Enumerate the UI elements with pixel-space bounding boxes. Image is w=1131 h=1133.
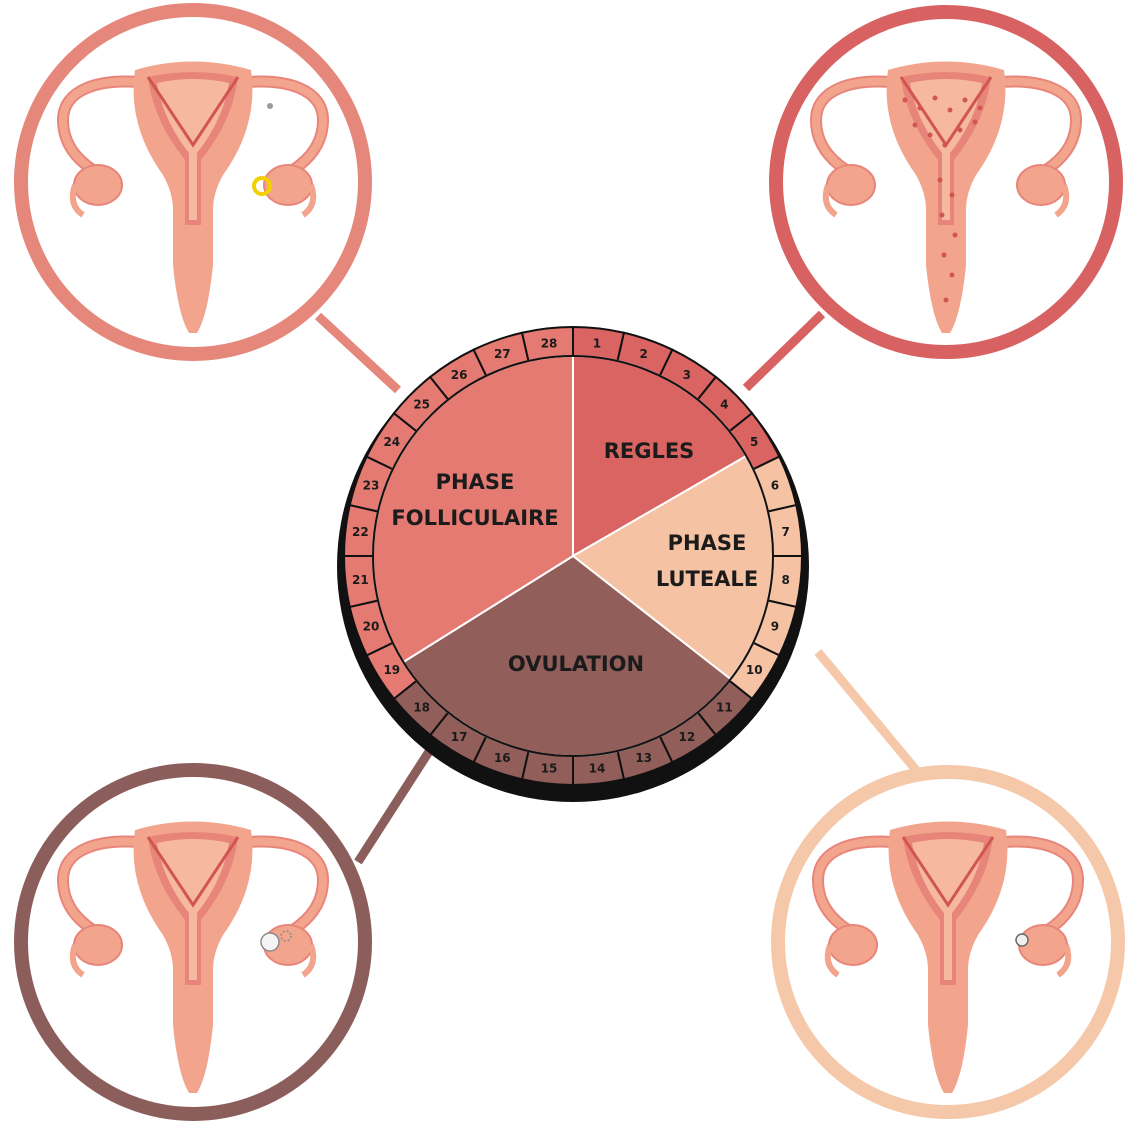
day-label: 6 xyxy=(771,478,779,492)
day-label: 11 xyxy=(716,700,733,714)
connector-bottom-left xyxy=(358,750,430,862)
day-label: 17 xyxy=(451,730,468,744)
day-label: 27 xyxy=(494,347,511,361)
day-label: 23 xyxy=(363,478,380,492)
day-label: 18 xyxy=(413,700,430,714)
illustration-bottom-left xyxy=(21,770,365,1114)
day-label: 3 xyxy=(683,368,691,382)
day-label: 1 xyxy=(593,336,601,350)
day-label: 9 xyxy=(771,620,779,634)
phase-pie xyxy=(373,356,773,756)
connector-top-left xyxy=(318,316,398,390)
day-label: 4 xyxy=(720,398,728,412)
illustration-top-right xyxy=(776,12,1116,352)
day-label: 14 xyxy=(589,762,606,776)
day-label: 5 xyxy=(750,435,758,449)
day-label: 15 xyxy=(541,762,558,776)
day-label: 20 xyxy=(363,620,380,634)
corpus-luteum-marker xyxy=(1016,934,1028,946)
day-label: 12 xyxy=(679,730,696,744)
illustration-bottom-right xyxy=(778,772,1118,1112)
day-label: 13 xyxy=(635,751,652,765)
day-label: 19 xyxy=(383,663,400,677)
phase-label-ovulation: OVULATION xyxy=(508,652,644,676)
connector-top-right xyxy=(746,314,822,388)
day-label: 21 xyxy=(352,573,369,587)
cycle-wheel: 1234567891011121314151617181920212223242… xyxy=(337,327,809,802)
released-egg-marker xyxy=(261,933,279,951)
day-label: 7 xyxy=(781,525,789,539)
connector-bottom-right xyxy=(818,652,916,770)
day-label: 10 xyxy=(746,663,763,677)
day-label: 22 xyxy=(352,525,369,539)
day-label: 25 xyxy=(413,398,430,412)
day-label: 2 xyxy=(640,347,648,361)
day-label: 28 xyxy=(541,336,558,350)
small-follicle-dot xyxy=(267,103,273,109)
day-label: 8 xyxy=(781,573,789,587)
day-label: 16 xyxy=(494,751,511,765)
day-label: 26 xyxy=(451,368,468,382)
illustration-top-left xyxy=(21,10,365,354)
phase-label-regles: REGLES xyxy=(604,439,695,463)
day-label: 24 xyxy=(383,435,400,449)
